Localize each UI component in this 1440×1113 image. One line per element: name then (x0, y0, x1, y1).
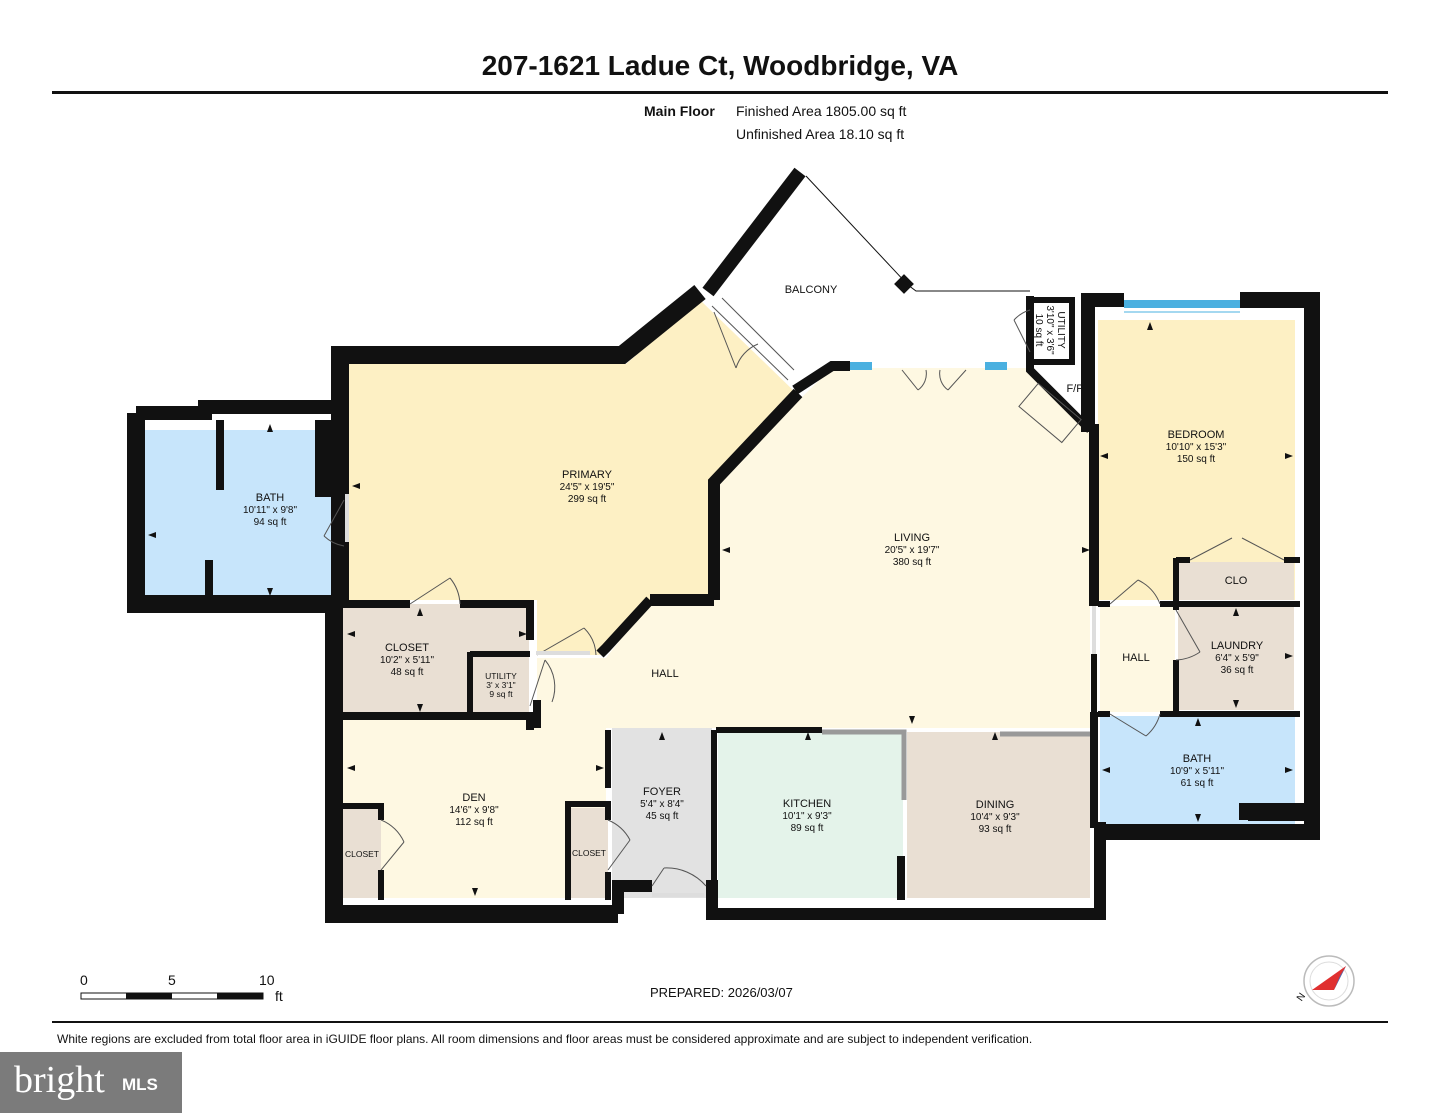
label-closet-den: CLOSET (345, 849, 379, 859)
label-bedroom-area: 150 sq ft (1177, 454, 1216, 465)
logo-suffix: MLS (122, 1075, 158, 1094)
compass-icon: N (1295, 955, 1355, 1007)
scale-label-5: 5 (168, 972, 176, 988)
label-hall-center: HALL (651, 668, 679, 680)
label-laundry-name: LAUNDRY (1211, 640, 1264, 652)
label-primary-name: PRIMARY (562, 469, 613, 481)
label-foyer-dims: 5'4" x 8'4" (640, 799, 684, 810)
room-fill-laundry (1178, 606, 1294, 710)
label-kitchen-name: KITCHEN (783, 798, 831, 810)
dimension-markers (148, 322, 1293, 896)
label-bath-right-dims: 10'9" x 5'11" (1170, 766, 1225, 777)
label-bath-left-dims: 10'11" x 9'8" (243, 505, 298, 516)
label-dining-area: 93 sq ft (979, 824, 1012, 835)
label-laundry-dims: 6'4" x 5'9" (1215, 653, 1259, 664)
label-primary-area: 299 sq ft (568, 494, 607, 505)
windows (850, 300, 1240, 370)
walls (127, 167, 1320, 923)
label-foyer-name: FOYER (643, 786, 681, 798)
label-closet-main-name: CLOSET (385, 642, 429, 654)
label-balcony: BALCONY (785, 284, 838, 296)
room-fill-closet-den (343, 808, 381, 898)
label-hall-right: HALL (1122, 652, 1150, 664)
label-closet-foyer: CLOSET (572, 848, 606, 858)
bright-mls-logo: bright MLS (0, 1052, 182, 1113)
label-bath-right-name: BATH (1183, 753, 1212, 765)
label-closet-main-area: 48 sq ft (391, 667, 424, 678)
label-primary-dims: 24'5" x 19'5" (560, 482, 615, 493)
room-fill-living (537, 368, 1090, 728)
label-bath-left-area: 94 sq ft (254, 517, 287, 528)
label-dining-name: DINING (976, 799, 1015, 811)
floor-label: Main Floor (644, 103, 715, 119)
room-fill-kitchen (718, 732, 903, 898)
label-foyer-area: 45 sq ft (646, 811, 679, 822)
top-divider (52, 91, 1388, 94)
label-living-name: LIVING (894, 532, 930, 544)
unfinished-area: Unfinished Area 18.10 sq ft (736, 126, 905, 142)
room-fill-foyer (612, 728, 712, 898)
label-clo: CLO (1225, 575, 1248, 587)
compass-north-letter: N (1295, 991, 1308, 1003)
scale-bar (80, 992, 264, 1000)
logo-word: bright (14, 1059, 105, 1101)
label-kitchen-dims: 10'1" x 9'3" (782, 811, 832, 822)
room-fill-dining (907, 732, 1090, 898)
label-closet-main-dims: 10'2" x 5'11" (380, 655, 435, 666)
room-fill-den (343, 720, 606, 898)
label-dining-dims: 10'4" x 9'3" (970, 812, 1020, 823)
room-fill-utility-small (472, 656, 529, 714)
room-fill-bath-left (145, 430, 348, 597)
label-kitchen-area: 89 sq ft (791, 823, 824, 834)
balcony-railing (805, 175, 1030, 292)
label-bath-left-name: BATH (256, 492, 285, 504)
page-title: 207-1621 Ladue Ct, Woodbridge, VA (481, 50, 959, 81)
scale-unit: ft (275, 988, 283, 1004)
label-utility-top: UTILITY 3'10" x 3'6" 10 sq ft (1033, 305, 1066, 355)
label-den-name: DEN (462, 792, 485, 804)
label-living-area: 380 sq ft (893, 557, 932, 568)
label-utility-small-name: UTILITY (485, 671, 517, 681)
label-living-dims: 20'5" x 19'7" (885, 545, 940, 556)
openings (345, 494, 1096, 897)
label-utility-small-area: 9 sq ft (489, 689, 513, 699)
scale-label-10: 10 (259, 972, 275, 988)
doors (323, 297, 1285, 887)
prepared-date: PREPARED: 2026/03/07 (650, 985, 793, 1000)
label-utility-small-dims: 3' x 3'1" (486, 680, 515, 690)
room-fill-primary (349, 300, 795, 655)
label-laundry-area: 36 sq ft (1221, 665, 1254, 676)
balcony-post (894, 274, 914, 294)
finished-area: Finished Area 1805.00 sq ft (736, 103, 907, 119)
scale-label-0: 0 (80, 972, 88, 988)
label-bath-right-area: 61 sq ft (1181, 778, 1214, 789)
room-fill-closet-foyer (571, 808, 608, 898)
room-fill-clo (1178, 562, 1294, 600)
label-fp: F/P (1066, 383, 1083, 395)
label-bedroom-name: BEDROOM (1168, 429, 1225, 441)
bottom-divider (52, 1021, 1388, 1023)
label-utility-top-dims: 3'10" x 3'6" (1044, 305, 1055, 355)
counters (822, 729, 1090, 800)
room-fill-bedroom (1098, 320, 1295, 600)
label-utility-top-area: 10 sq ft (1033, 314, 1044, 347)
label-den-area: 112 sq ft (455, 817, 493, 828)
disclaimer: White regions are excluded from total fl… (57, 1032, 1033, 1046)
label-bedroom-dims: 10'10" x 15'3" (1166, 442, 1227, 453)
label-den-dims: 14'6" x 9'8" (449, 805, 499, 816)
room-fill-hall-right (1100, 606, 1175, 712)
label-utility-top-name: UTILITY (1055, 311, 1066, 349)
